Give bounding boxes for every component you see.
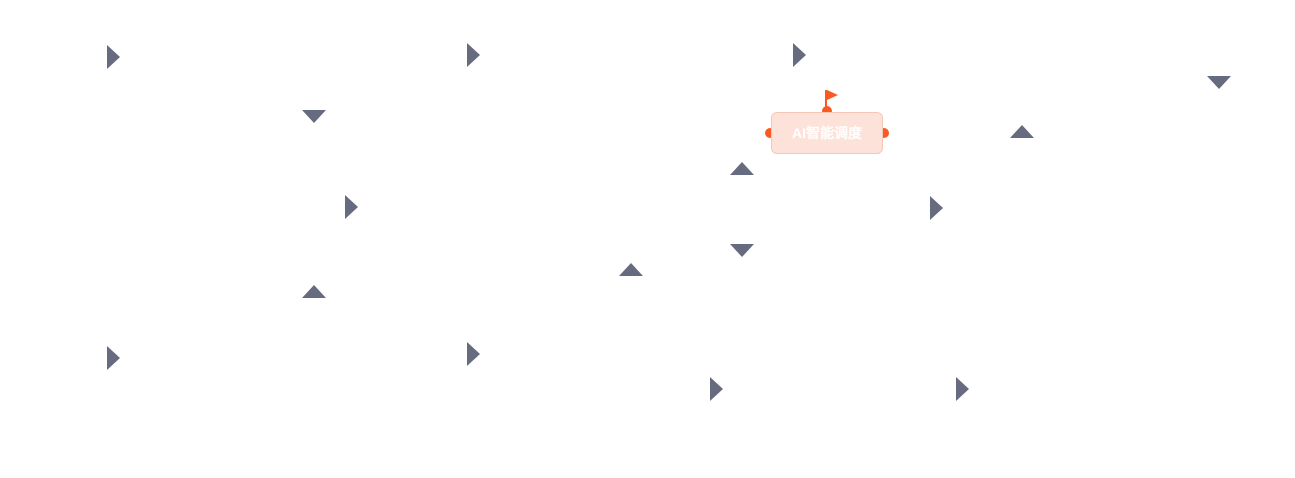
right-arrow-icon	[345, 195, 358, 219]
node-port-right[interactable]	[879, 128, 889, 138]
flag-banner	[827, 90, 838, 100]
right-arrow-icon	[107, 346, 120, 370]
ai-dispatch-node[interactable]: AI智能调度	[771, 112, 883, 154]
node-label: AI智能调度	[792, 125, 862, 141]
up-arrow-icon	[730, 162, 754, 175]
down-arrow-icon	[730, 244, 754, 257]
right-arrow-icon	[956, 377, 969, 401]
up-arrow-icon	[302, 285, 326, 298]
up-arrow-icon	[619, 263, 643, 276]
right-arrow-icon	[793, 43, 806, 67]
up-arrow-icon	[1010, 125, 1034, 138]
node-port-left[interactable]	[765, 128, 775, 138]
down-arrow-icon	[1207, 76, 1231, 89]
right-arrow-icon	[467, 43, 480, 67]
down-arrow-icon	[302, 110, 326, 123]
right-arrow-icon	[467, 342, 480, 366]
right-arrow-icon	[930, 196, 943, 220]
node-port-top[interactable]	[822, 106, 832, 116]
right-arrow-icon	[710, 377, 723, 401]
right-arrow-icon	[107, 45, 120, 69]
flag-icon	[825, 90, 838, 108]
